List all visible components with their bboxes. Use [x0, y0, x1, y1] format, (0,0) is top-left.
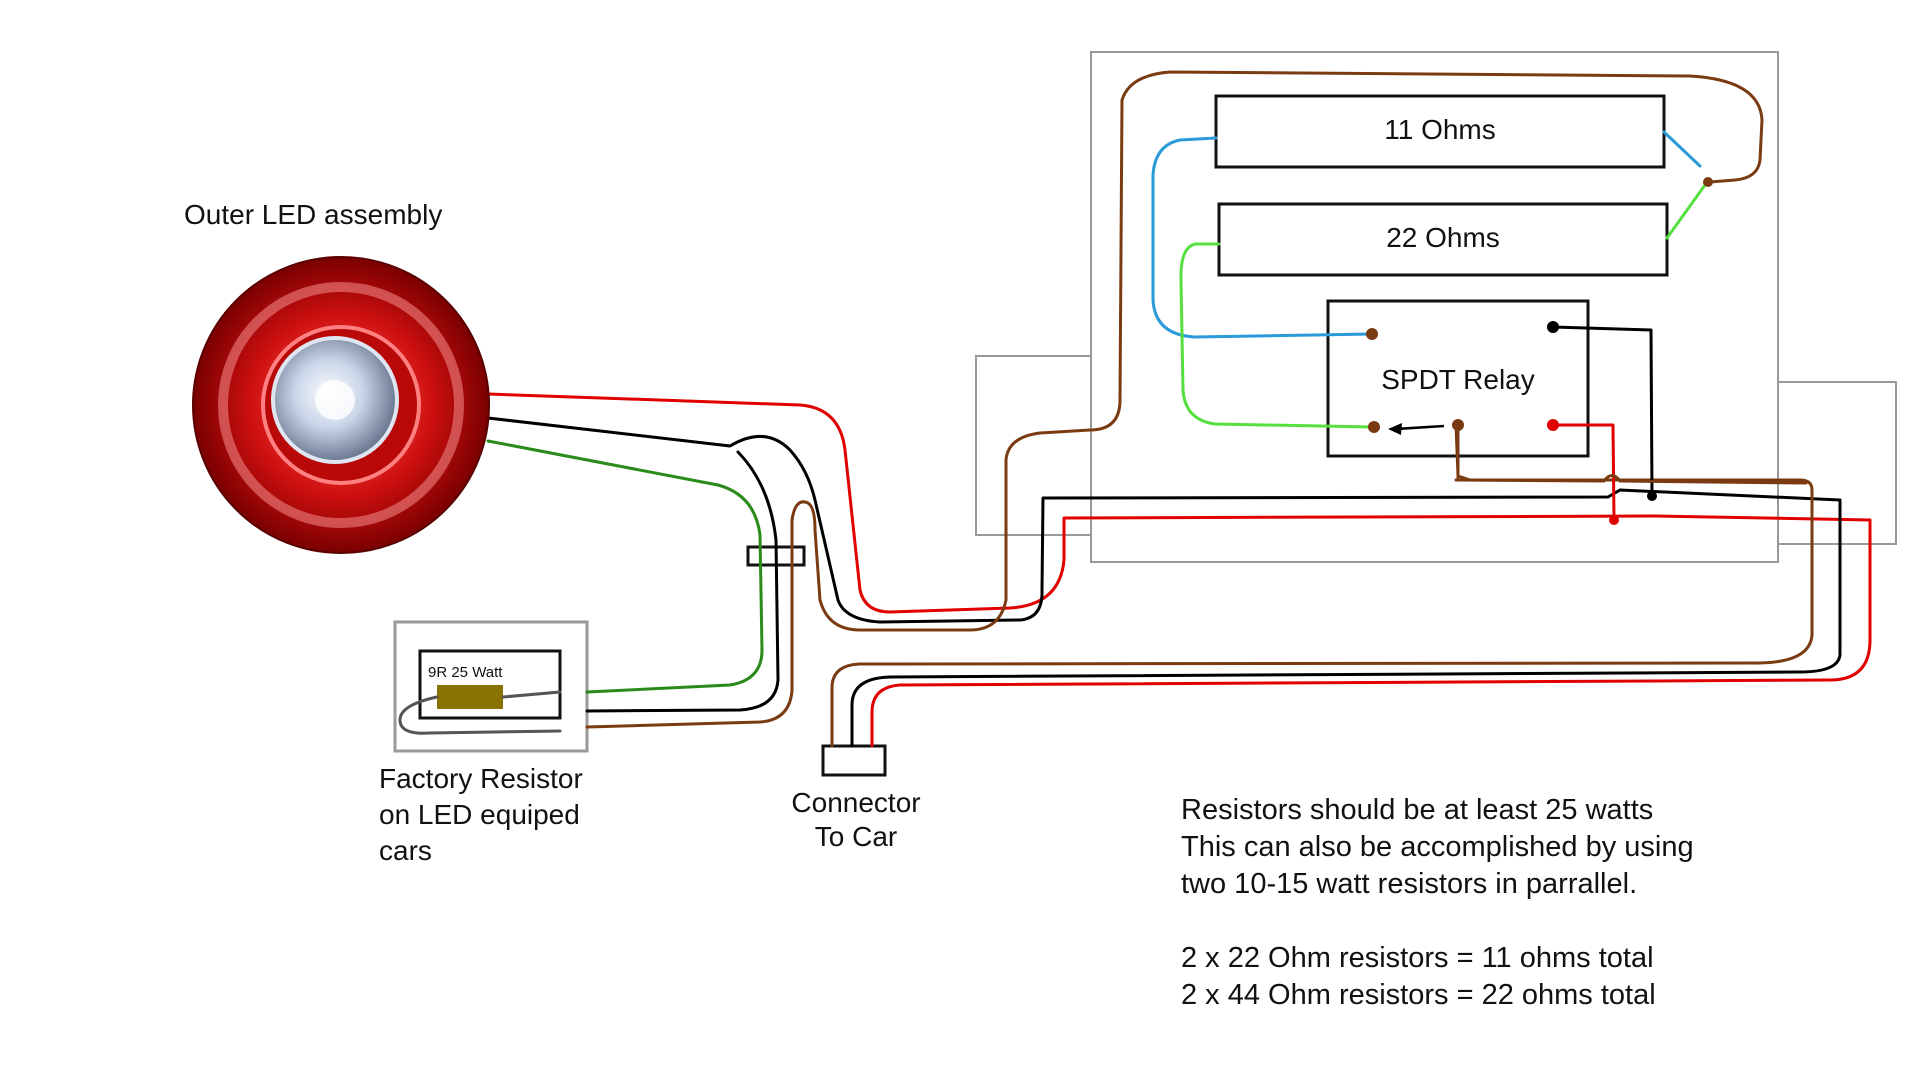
- resistor-22-label: 22 Ohms: [1386, 222, 1500, 253]
- relay-switch-arrow-icon: [1388, 423, 1445, 435]
- relay-terminal-com: [1452, 419, 1464, 431]
- junction-dot: [1703, 177, 1713, 187]
- caption-line: Connector: [791, 787, 921, 818]
- factory-resistor-body: [437, 685, 503, 709]
- led-assembly-icon: [192, 256, 490, 554]
- caption-line: To Car: [814, 821, 898, 852]
- relay-terminal-coil-red: [1547, 419, 1559, 431]
- connector-caption: Connector To Car: [770, 786, 942, 854]
- wire-relay-black: [1551, 325, 1654, 498]
- note-line: two 10-15 watt resistors in parrallel.: [1181, 868, 1638, 900]
- wire-lime: [1179, 183, 1707, 429]
- resistor-22-ohms: [1217, 202, 1669, 277]
- factory-resistor-caption: Factory Resistor on LED equiped cars: [379, 761, 583, 869]
- led-assembly-label: Outer LED assembly: [184, 199, 443, 230]
- wire-led-green: [486, 439, 764, 694]
- relay-label: SPDT Relay: [1381, 364, 1535, 395]
- note-line: 2 x 44 Ohm resistors = 22 ohms total: [1181, 979, 1656, 1011]
- resistor-11-label: 11 Ohms: [1384, 114, 1496, 145]
- wire-black-to-factory: [585, 450, 780, 713]
- relay-terminal-coil-black: [1547, 321, 1559, 333]
- wire-relay-red: [1551, 423, 1616, 522]
- relay-enclosure: [1090, 51, 1779, 563]
- factory-resistor-rating: 9R 25 Watt: [428, 664, 503, 681]
- wire-blue: [1151, 130, 1702, 339]
- wire-bus-crossover: [1454, 474, 1808, 485]
- notes-block: Resistors should be at least 25 watts Th…: [1181, 792, 1694, 1014]
- wire-brown-connector: [830, 423, 1814, 748]
- right-side-box: [1777, 381, 1897, 545]
- wire-led-red: [486, 392, 1872, 748]
- factory-resistor-frame: [393, 620, 589, 753]
- wire-brown-main: [585, 70, 1764, 729]
- note-line: This can also be accomplished by using: [1181, 831, 1694, 863]
- note-line: Resistors should be at least 25 watts: [1181, 794, 1654, 826]
- caption-line: Factory Resistor: [379, 763, 583, 794]
- relay-terminal-nc: [1366, 328, 1378, 340]
- resistor-11-ohms: [1214, 94, 1666, 169]
- note-line: 2 x 22 Ohm resistors = 11 ohms total: [1181, 942, 1654, 974]
- left-side-box: [975, 355, 1092, 536]
- car-connector: [821, 744, 887, 777]
- relay-terminal-no: [1368, 421, 1380, 433]
- caption-line: on LED equiped: [379, 799, 580, 830]
- caption-line: cars: [379, 835, 432, 866]
- wire-factory-internal: [398, 690, 562, 735]
- wire-led-black: [486, 416, 1842, 748]
- junction-dot: [1647, 491, 1657, 501]
- junction-dot: [1609, 515, 1619, 525]
